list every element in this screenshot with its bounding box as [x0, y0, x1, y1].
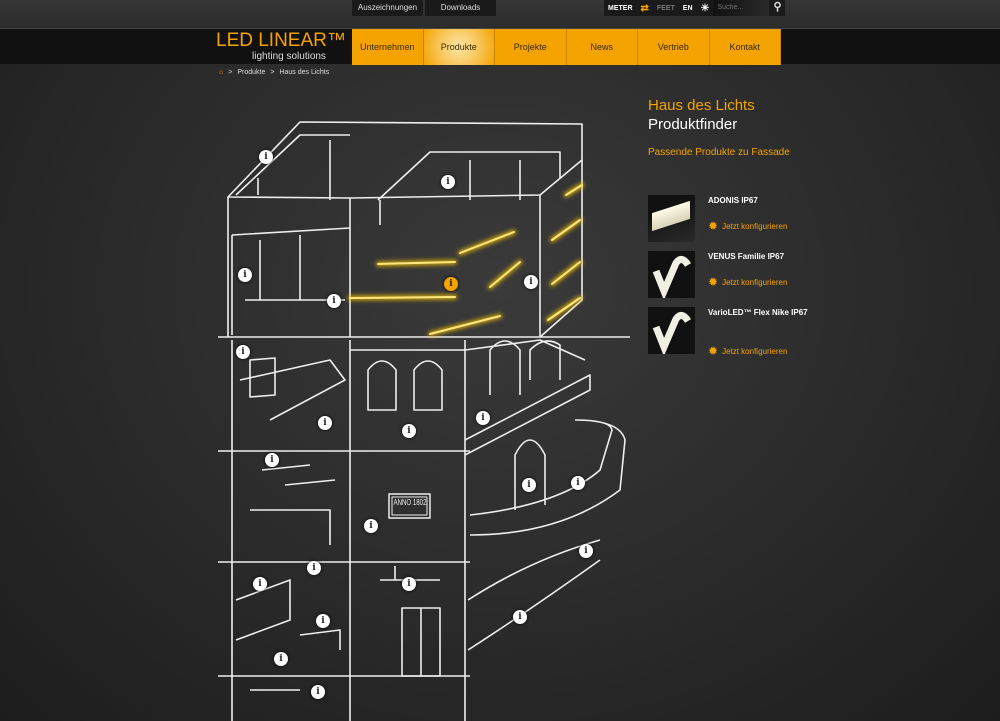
- product-name[interactable]: VENUS Familie IP67: [708, 252, 785, 261]
- house-sign: ANNO 1802: [394, 498, 427, 507]
- info-hotspot-icon[interactable]: i: [316, 614, 330, 628]
- top-bar: Auszeichnungen Downloads METER ⇄ FEET EN…: [0, 0, 1000, 28]
- info-hotspot-icon[interactable]: i: [402, 424, 416, 438]
- section-title: Passende Produkte zu Fassade: [648, 147, 790, 158]
- breadcrumb-produkte[interactable]: Produkte: [237, 69, 266, 76]
- configure-label: Jetzt konfigurieren: [722, 221, 788, 231]
- tools: METER ⇄ FEET EN ☀ ⚲: [604, 0, 786, 16]
- nav-vertrieb[interactable]: Vertrieb: [638, 29, 710, 65]
- main-nav: Unternehmen Produkte Projekte News Vertr…: [352, 29, 781, 65]
- info-hotspot-icon[interactable]: i: [513, 610, 527, 624]
- search-icon[interactable]: ⚲: [769, 0, 786, 16]
- info-hotspot-icon[interactable]: i: [327, 294, 341, 308]
- breadcrumb: ⌂ > Produkte > Haus des Lichts: [219, 69, 329, 76]
- product-name[interactable]: VarioLED™ Flex Nike IP67: [708, 308, 808, 317]
- product-image: [652, 256, 692, 298]
- search-input[interactable]: [713, 0, 770, 16]
- sidebar-subtitle: Produktfinder: [648, 116, 738, 133]
- unit-meter[interactable]: METER: [608, 4, 633, 12]
- logo-tagline: lighting solutions: [252, 51, 326, 62]
- info-hotspot-icon[interactable]: i: [522, 478, 536, 492]
- gear-icon: ✹: [708, 344, 719, 358]
- home-icon[interactable]: ⌂: [219, 69, 224, 76]
- nav-produkte[interactable]: Produkte: [423, 29, 495, 65]
- sidebar-title: Haus des Lichts: [648, 97, 755, 114]
- info-hotspot-icon[interactable]: i: [524, 275, 538, 289]
- info-hotspot-icon[interactable]: i: [444, 277, 458, 291]
- configure-label: Jetzt konfigurieren: [722, 346, 788, 356]
- info-hotspot-icon[interactable]: i: [579, 544, 593, 558]
- separator: >: [228, 69, 233, 76]
- configure-link[interactable]: ✹Jetzt konfigurieren: [708, 219, 787, 233]
- product-thumbnail[interactable]: [648, 307, 695, 354]
- info-hotspot-icon[interactable]: i: [441, 175, 455, 189]
- info-hotspot-icon[interactable]: i: [476, 411, 490, 425]
- product-name[interactable]: ADONIS IP67: [708, 196, 758, 205]
- header: LED LINEAR™ lighting solutions Unternehm…: [0, 28, 1000, 65]
- gear-icon: ✹: [708, 219, 719, 233]
- info-hotspot-icon[interactable]: i: [364, 519, 378, 533]
- unit-toggle-icon[interactable]: ⇄: [640, 2, 649, 14]
- nav-unternehmen[interactable]: Unternehmen: [352, 29, 424, 65]
- configure-link[interactable]: ✹Jetzt konfigurieren: [708, 275, 787, 289]
- language-switch[interactable]: EN: [682, 4, 693, 12]
- info-hotspot-icon[interactable]: i: [274, 652, 288, 666]
- info-hotspot-icon[interactable]: i: [253, 577, 267, 591]
- logo-text: LED LINEAR™: [216, 30, 346, 51]
- info-hotspot-icon[interactable]: i: [571, 476, 585, 490]
- logo[interactable]: LED LINEAR™ lighting solutions: [216, 30, 348, 63]
- link-auszeichnungen[interactable]: Auszeichnungen: [352, 0, 423, 16]
- info-hotspot-icon[interactable]: i: [307, 561, 321, 575]
- info-hotspot-icon[interactable]: i: [265, 453, 279, 467]
- gear-icon: ✹: [708, 275, 719, 289]
- unit-feet[interactable]: FEET: [656, 4, 675, 12]
- info-hotspot-icon[interactable]: i: [259, 150, 273, 164]
- info-hotspot-icon[interactable]: i: [402, 577, 416, 591]
- info-hotspot-icon[interactable]: i: [318, 416, 332, 430]
- info-hotspot-icon[interactable]: i: [238, 268, 252, 282]
- nav-projekte[interactable]: Projekte: [495, 29, 567, 65]
- info-hotspot-icon[interactable]: i: [311, 685, 325, 699]
- link-downloads[interactable]: Downloads: [425, 0, 496, 16]
- nav-news[interactable]: News: [566, 29, 638, 65]
- product-thumbnail[interactable]: [648, 251, 695, 298]
- breadcrumb-current: Haus des Lichts: [279, 69, 330, 76]
- configure-label: Jetzt konfigurieren: [722, 277, 788, 287]
- product-thumbnail[interactable]: [648, 195, 695, 242]
- led-strips: [348, 183, 584, 336]
- separator: >: [270, 69, 275, 76]
- sidebar: Haus des Lichts Produktfinder Passende P…: [648, 97, 828, 358]
- nav-kontakt[interactable]: Kontakt: [709, 29, 781, 65]
- info-hotspot-icon[interactable]: i: [236, 345, 250, 359]
- brightness-icon[interactable]: ☀: [700, 2, 710, 14]
- configure-link[interactable]: ✹Jetzt konfigurieren: [708, 344, 787, 358]
- product-image: [652, 312, 692, 354]
